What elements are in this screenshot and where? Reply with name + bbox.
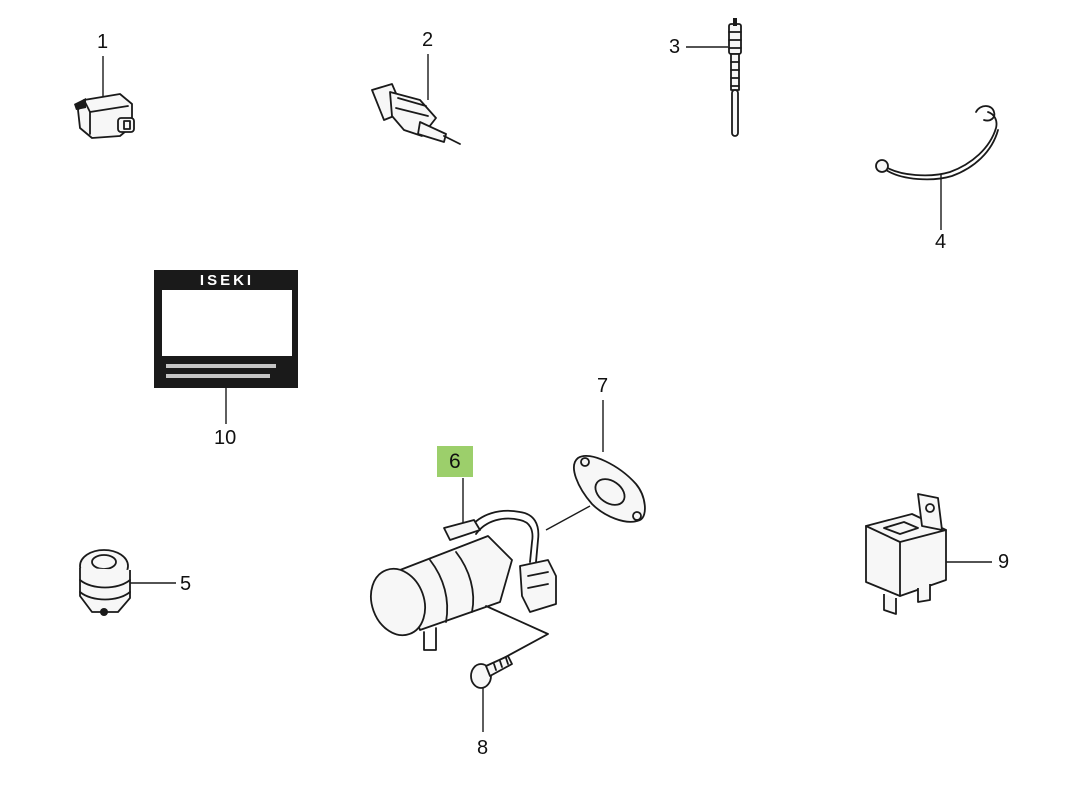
part-1-pressure-switch[interactable] bbox=[74, 56, 135, 139]
part-7-gasket[interactable] bbox=[573, 400, 646, 523]
part-6-fuel-pump[interactable] bbox=[362, 478, 591, 661]
part-5-switch-cap[interactable] bbox=[79, 549, 176, 616]
part-4-wire-harness[interactable] bbox=[875, 105, 999, 230]
part-10-decal[interactable] bbox=[154, 270, 298, 424]
callout-10[interactable]: 10 bbox=[214, 427, 237, 449]
callout-9[interactable]: 9 bbox=[998, 551, 1010, 573]
callout-1[interactable]: 1 bbox=[97, 31, 109, 53]
callout-5[interactable]: 5 bbox=[180, 573, 192, 595]
callout-6-highlighted[interactable]: 6 bbox=[437, 446, 473, 477]
callout-2[interactable]: 2 bbox=[422, 29, 434, 51]
part-3-glow-plug[interactable] bbox=[686, 18, 742, 137]
callout-8[interactable]: 8 bbox=[477, 737, 489, 759]
callout-4[interactable]: 4 bbox=[935, 231, 947, 253]
decal-brand-text: ISEKI bbox=[199, 272, 255, 289]
callout-7[interactable]: 7 bbox=[597, 375, 609, 397]
part-8-screw[interactable] bbox=[470, 655, 513, 732]
callout-3[interactable]: 3 bbox=[669, 36, 681, 58]
part-2-sensor[interactable] bbox=[371, 54, 461, 145]
part-9-relay[interactable] bbox=[865, 493, 992, 615]
